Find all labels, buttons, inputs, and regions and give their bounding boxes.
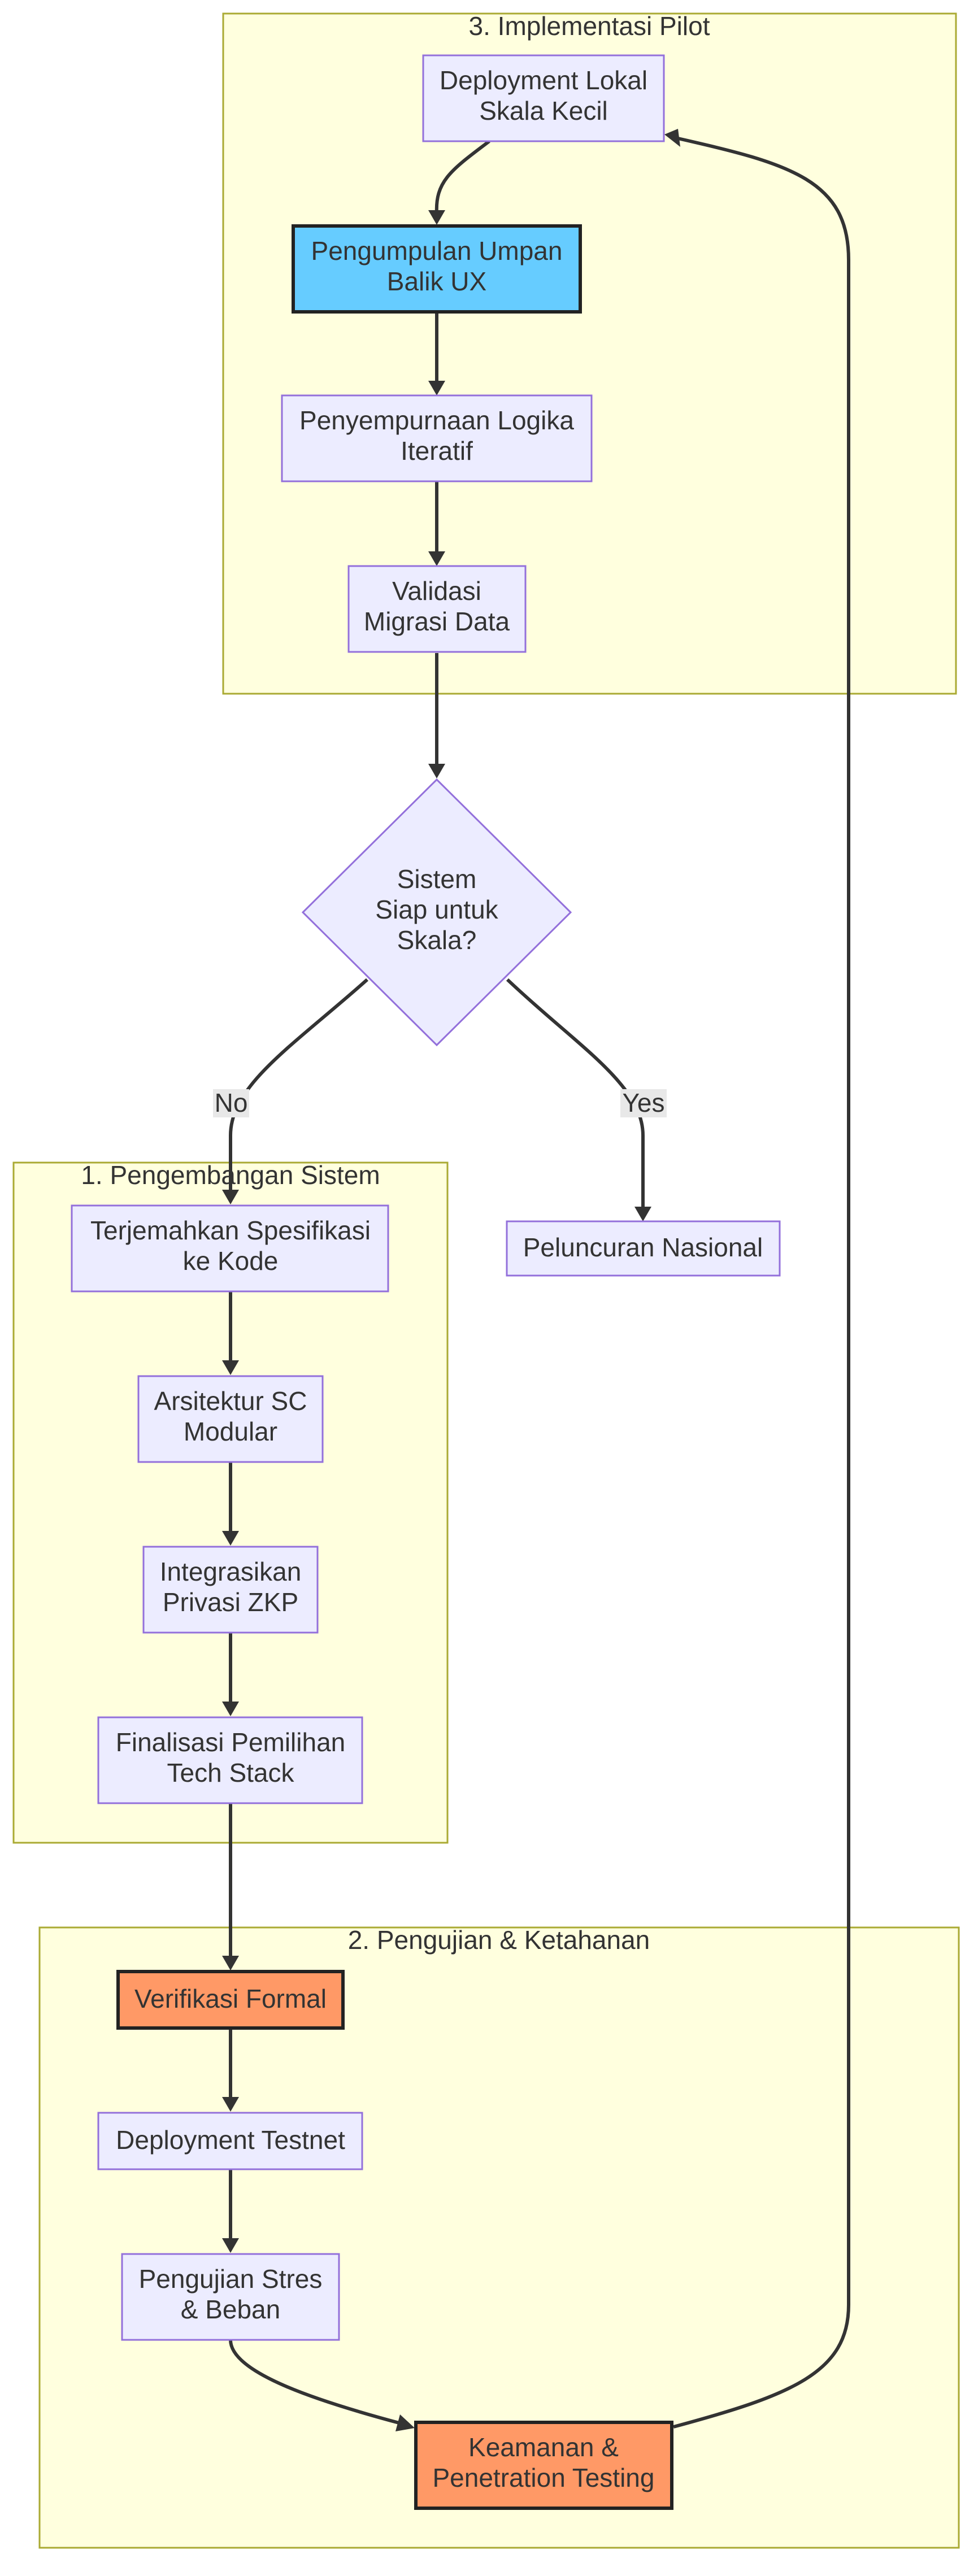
edge-decision-yes	[506, 978, 645, 1208]
arrowhead	[395, 2414, 415, 2431]
svg-text:No: No	[215, 1088, 248, 1117]
svg-text:Deployment Testnet: Deployment Testnet	[116, 2125, 345, 2155]
svg-text:Peluncuran Nasional: Peluncuran Nasional	[523, 1233, 763, 1262]
arrowhead	[428, 381, 445, 395]
svg-text:Verifikasi Formal: Verifikasi Formal	[134, 1984, 327, 2013]
svg-text:Pengujian Stres& Beban: Pengujian Stres& Beban	[139, 2264, 323, 2324]
edge-decision-no	[229, 978, 368, 1191]
cluster-label-test: 2. Pengujian & Ketahanan	[348, 1925, 650, 1955]
edge-label-no: No	[213, 1088, 249, 1117]
arrowhead	[428, 210, 445, 225]
node-peluncuran-nasional: Peluncuran Nasional	[506, 1220, 781, 1277]
arrowhead	[428, 551, 445, 566]
edge-label-yes: Yes	[620, 1088, 667, 1117]
arrowhead	[222, 1956, 239, 1970]
edge-deploy-to-umpan	[434, 140, 490, 214]
edge-keamanan-to-deploy	[673, 137, 850, 2429]
cluster-label-pilot: 3. Implementasi Pilot	[469, 11, 710, 41]
arrowhead	[222, 2097, 239, 2112]
node-deployment-testnet: Deployment Testnet	[97, 2112, 363, 2170]
arrowhead	[222, 1360, 239, 1375]
svg-text:Keamanan &Penetration Testing: Keamanan &Penetration Testing	[433, 2433, 655, 2492]
node-keamanan-penetration: Keamanan &Penetration Testing	[414, 2421, 673, 2510]
arrowhead	[222, 2238, 239, 2253]
node-verifikasi-formal: Verifikasi Formal	[116, 1970, 345, 2030]
arrowhead	[222, 1702, 239, 1716]
edges	[222, 129, 850, 2431]
svg-text:Yes: Yes	[622, 1088, 664, 1117]
node-pengujian-stres: Pengujian Stres& Beban	[121, 2253, 340, 2341]
arrowhead	[664, 129, 680, 147]
arrowhead	[634, 1207, 651, 1221]
arrowhead	[222, 1190, 239, 1204]
arrowhead	[428, 764, 445, 778]
arrowhead	[222, 1531, 239, 1546]
edge-stres-to-keamanan	[229, 2339, 402, 2425]
